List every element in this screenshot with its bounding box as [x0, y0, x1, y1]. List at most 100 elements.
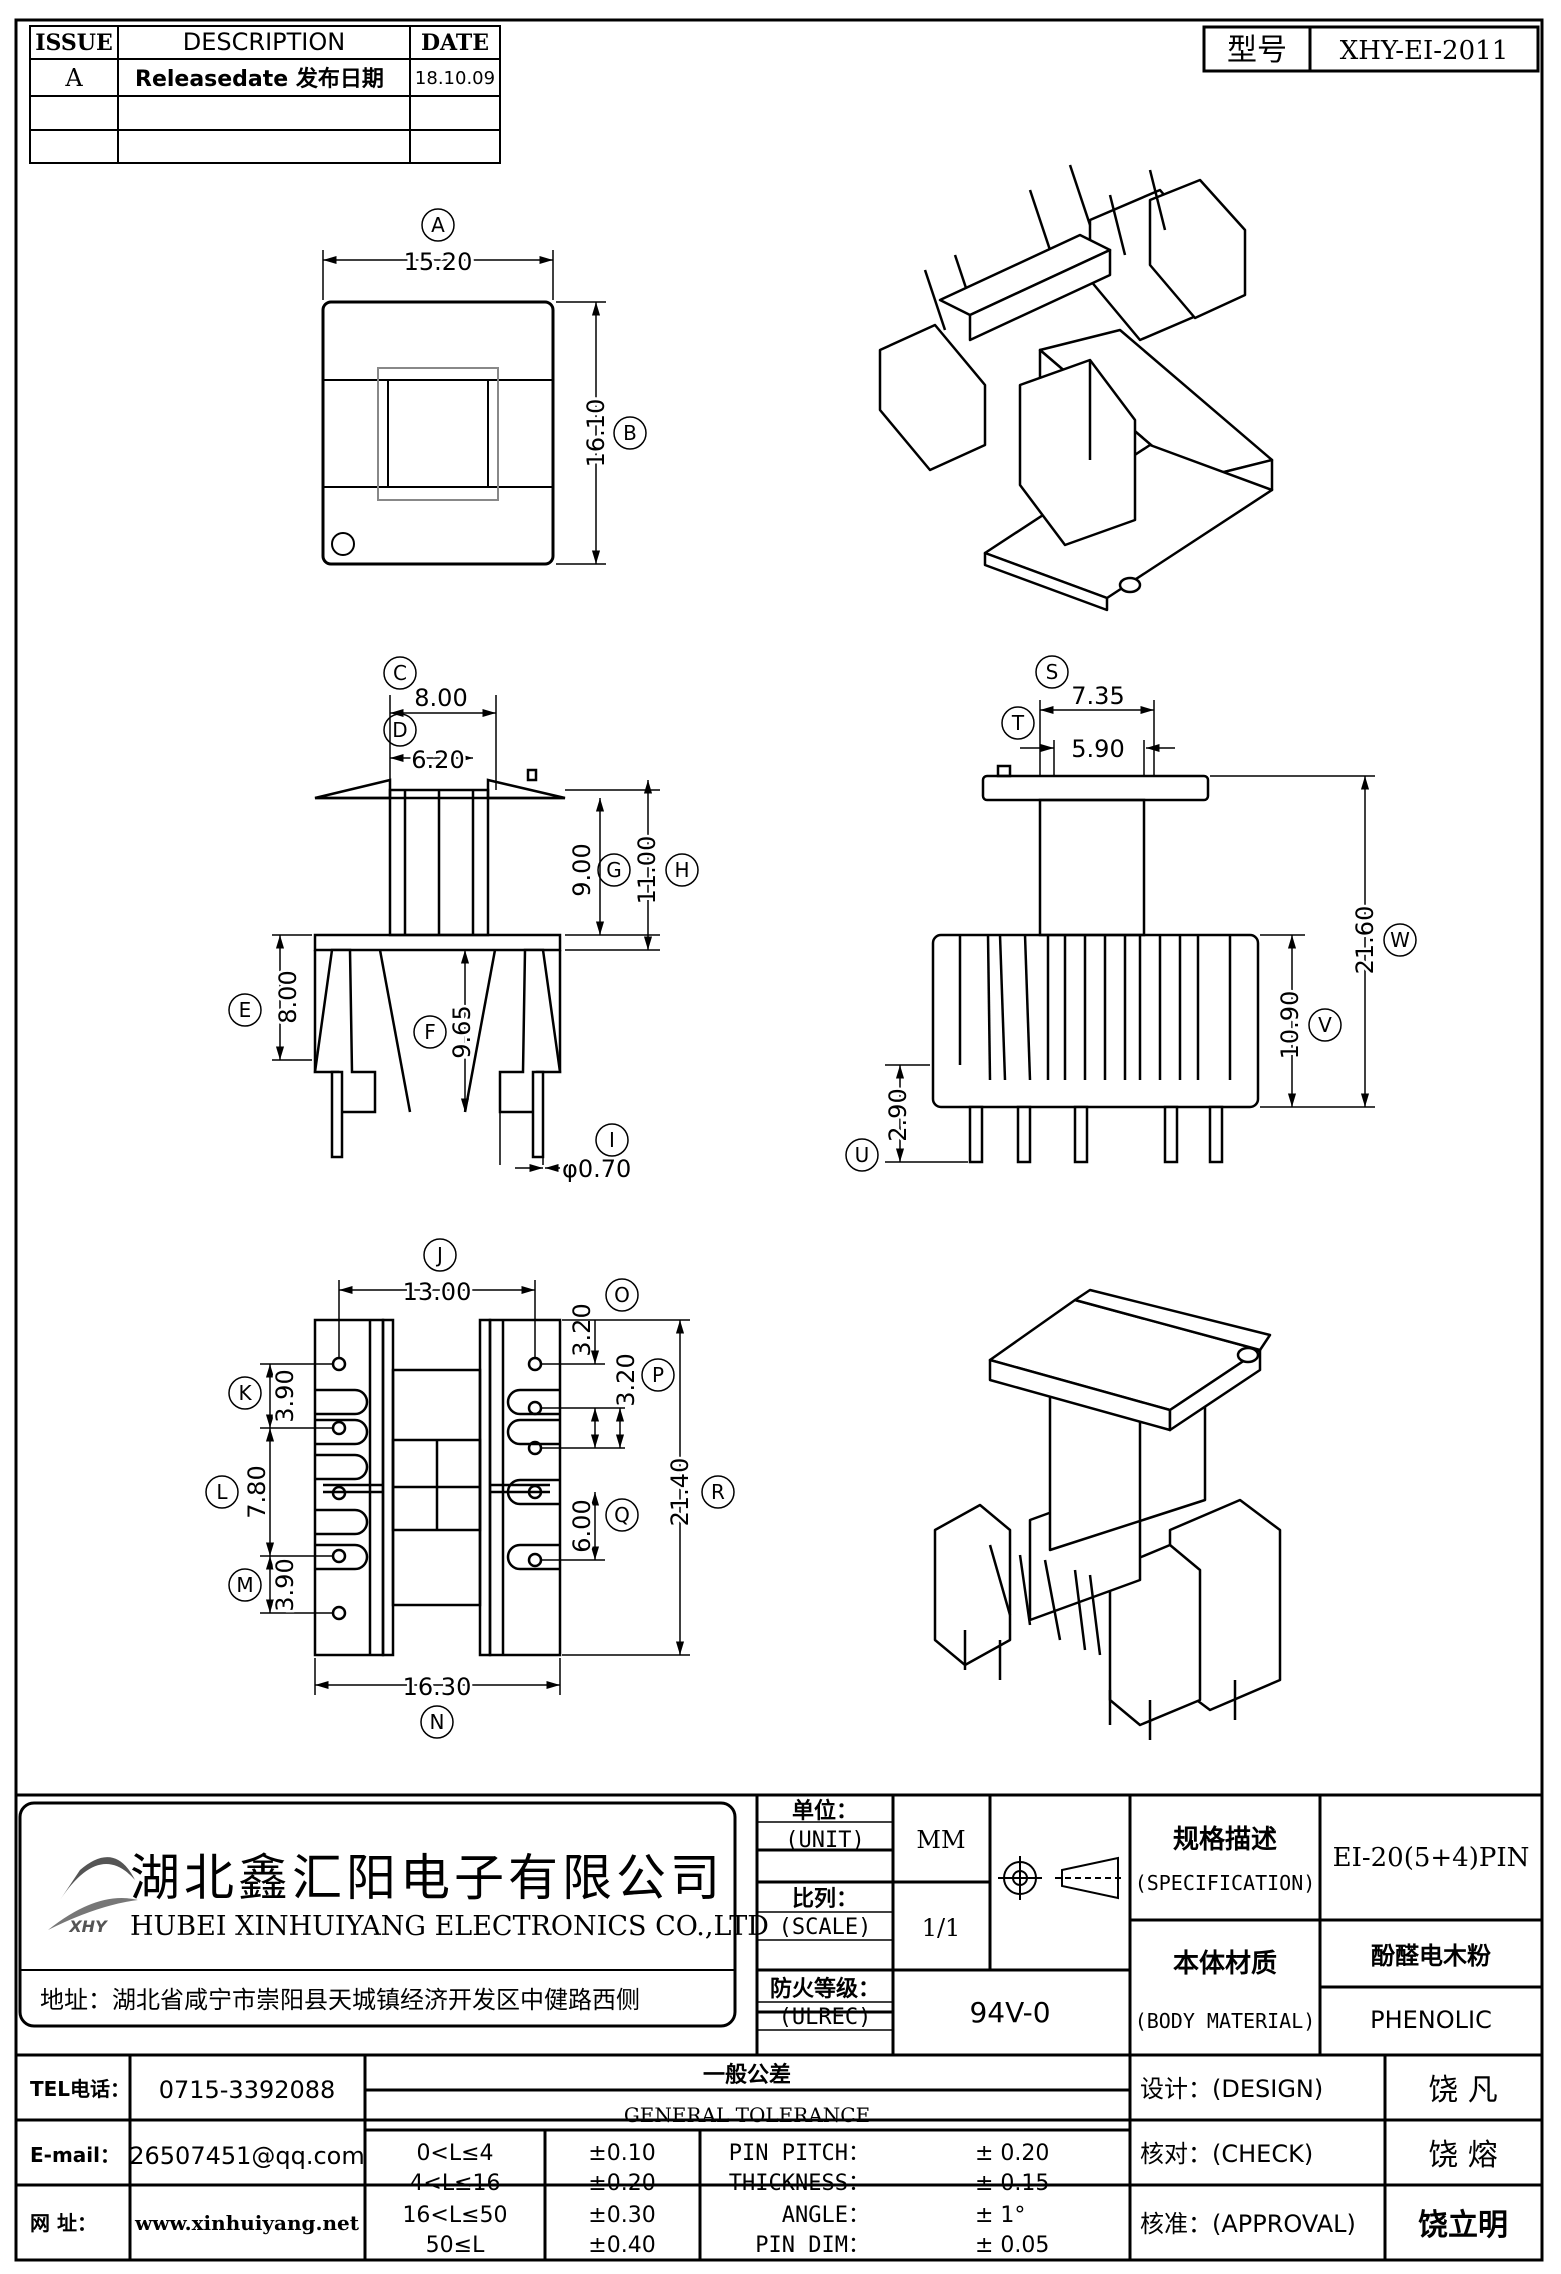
material-value-cn: 酚醛电木粉: [1371, 1942, 1491, 1970]
front-view: [313, 768, 566, 1159]
tag-k: K: [238, 1381, 252, 1405]
dim-a: 15.20: [404, 248, 473, 276]
tol-value-3: ±0.30: [588, 2203, 655, 2228]
approval-name: 饶立明: [1418, 2208, 1508, 2243]
dim-h: 11.00: [633, 836, 661, 905]
title-block-thin-lines: [757, 1821, 893, 2031]
tag-u: U: [855, 1143, 870, 1167]
bottom-view: [313, 1318, 562, 1657]
tag-v: V: [1318, 1013, 1332, 1037]
projection-symbol-icon: [998, 1856, 1125, 1900]
email-label: E-mail：: [30, 2143, 120, 2167]
approval-label: 核准：(APPROVAL): [1140, 2210, 1356, 2238]
rev-date-a: 18.10.09: [415, 68, 495, 89]
tag-j: J: [435, 1243, 443, 1267]
company-box: [18, 1801, 737, 2028]
rev-description-a: Releasedate 发布日期: [135, 66, 384, 92]
dim-q: 6.00: [568, 1499, 596, 1552]
rev-header-issue: ISSUE: [35, 30, 113, 56]
unit-label-cn: 单位：: [792, 1798, 858, 1824]
pin-dim-value: ± 0.05: [975, 2233, 1049, 2258]
side-view: [931, 764, 1260, 1164]
side-view-dims: [845, 655, 1417, 1172]
ulrec-label-en: (ULREC): [779, 2005, 872, 2030]
tag-g: G: [606, 858, 622, 882]
web-value: www.xinhuiyang.net: [134, 2211, 360, 2235]
spec-value: EI-20(5+4)PIN: [1333, 1843, 1530, 1873]
tag-a: A: [431, 213, 445, 237]
company-logo: XHY: [48, 1857, 138, 1936]
dim-j: 13.00: [403, 1278, 472, 1306]
angle-value: ± 1°: [975, 2203, 1025, 2228]
title-block-lines: [16, 1793, 1542, 2260]
unit-value: MM: [916, 1826, 965, 1854]
dim-f: 9.65: [448, 1005, 476, 1058]
spec-label-cn: 规格描述: [1173, 1824, 1277, 1855]
angle-label: ANGLE：: [782, 2203, 870, 2228]
tag-n: N: [430, 1710, 445, 1734]
dim-r: 21.40: [666, 1458, 694, 1527]
pin-dim-label: PIN DIM：: [755, 2233, 870, 2258]
dim-e: 8.00: [274, 970, 302, 1023]
material-value-en: PHENOLIC: [1370, 2006, 1492, 2034]
dim-p: 3.20: [612, 1353, 640, 1406]
scale-value: 1/1: [922, 1914, 961, 1942]
tel-label: TEL电话：: [30, 2077, 130, 2101]
revision-table: [29, 25, 501, 164]
dim-t: 5.90: [1071, 735, 1124, 763]
isometric-view-bottom: [933, 1288, 1282, 1740]
dim-k: 3.90: [271, 1369, 299, 1422]
unit-label-en: (UNIT): [785, 1828, 864, 1853]
check-name: 饶 熔: [1428, 2138, 1498, 2173]
front-view-dims: [228, 656, 699, 1173]
tol-value-2: ±0.20: [588, 2171, 655, 2196]
model-value: XHY-EI-2011: [1340, 36, 1508, 66]
rev-issue-a: A: [64, 64, 83, 92]
dim-g: 9.00: [568, 843, 596, 896]
pin-pitch-value: ± 0.20: [975, 2141, 1049, 2166]
tag-h: H: [674, 858, 689, 882]
tol-range-4: 50≤L: [426, 2233, 485, 2258]
tag-t: T: [1011, 711, 1025, 735]
tag-l: L: [216, 1480, 228, 1504]
web-label: 网 址：: [30, 2211, 97, 2235]
design-name: 饶 凡: [1428, 2073, 1498, 2108]
sheet-border: [14, 18, 1544, 2262]
ulrec-value: 94V-0: [969, 1996, 1050, 2029]
tolerance-title-cn: 一般公差: [703, 2062, 791, 2088]
dim-v: 10.90: [1276, 991, 1304, 1060]
dim-w: 21.60: [1351, 906, 1379, 975]
ulrec-label-cn: 防火等级：: [770, 1976, 880, 2002]
model-box: [1202, 25, 1540, 73]
dim-l: 7.80: [243, 1465, 271, 1518]
dim-s: 7.35: [1071, 682, 1124, 710]
rev-header-date: DATE: [421, 30, 489, 56]
company-name-en: HUBEI XINHUIYANG ELECTRONICS CO.,LTD: [130, 1911, 769, 1942]
model-label: 型号: [1227, 33, 1287, 68]
tol-range-1: 0<L≤4: [416, 2141, 493, 2166]
logo-text: XHY: [68, 1917, 108, 1936]
tolerance-title-en: GENERAL TOLERANCE: [624, 2103, 870, 2127]
tag-e: E: [239, 998, 252, 1022]
material-label-cn: 本体材质: [1173, 1949, 1277, 1979]
dim-b: 16.10: [582, 399, 610, 468]
check-label: 核对：(CHECK): [1140, 2140, 1313, 2168]
company-address: 地址：湖北省咸宁市崇阳县天城镇经济开发区中健路西侧: [40, 1986, 640, 2014]
tag-b: B: [623, 421, 637, 445]
tag-r: R: [711, 1480, 725, 1504]
tel-value: 0715-3392088: [159, 2076, 336, 2104]
tag-f: F: [424, 1020, 436, 1044]
tag-d: D: [392, 718, 407, 742]
top-view: [321, 208, 647, 566]
tol-value-1: ±0.10: [588, 2141, 655, 2166]
thickness-value: ± 0.15: [975, 2171, 1049, 2196]
dim-m: 3.90: [271, 1558, 299, 1611]
pin-pitch-label: PIN PITCH：: [729, 2141, 870, 2166]
tag-o: O: [614, 1283, 630, 1307]
dim-d: 6.20: [411, 746, 464, 774]
tag-c: C: [393, 661, 407, 685]
material-label-en: (BODY MATERIAL): [1135, 2009, 1316, 2033]
scale-label-en: (SCALE): [779, 1915, 872, 1940]
thickness-label: THICKNESS：: [729, 2171, 870, 2196]
